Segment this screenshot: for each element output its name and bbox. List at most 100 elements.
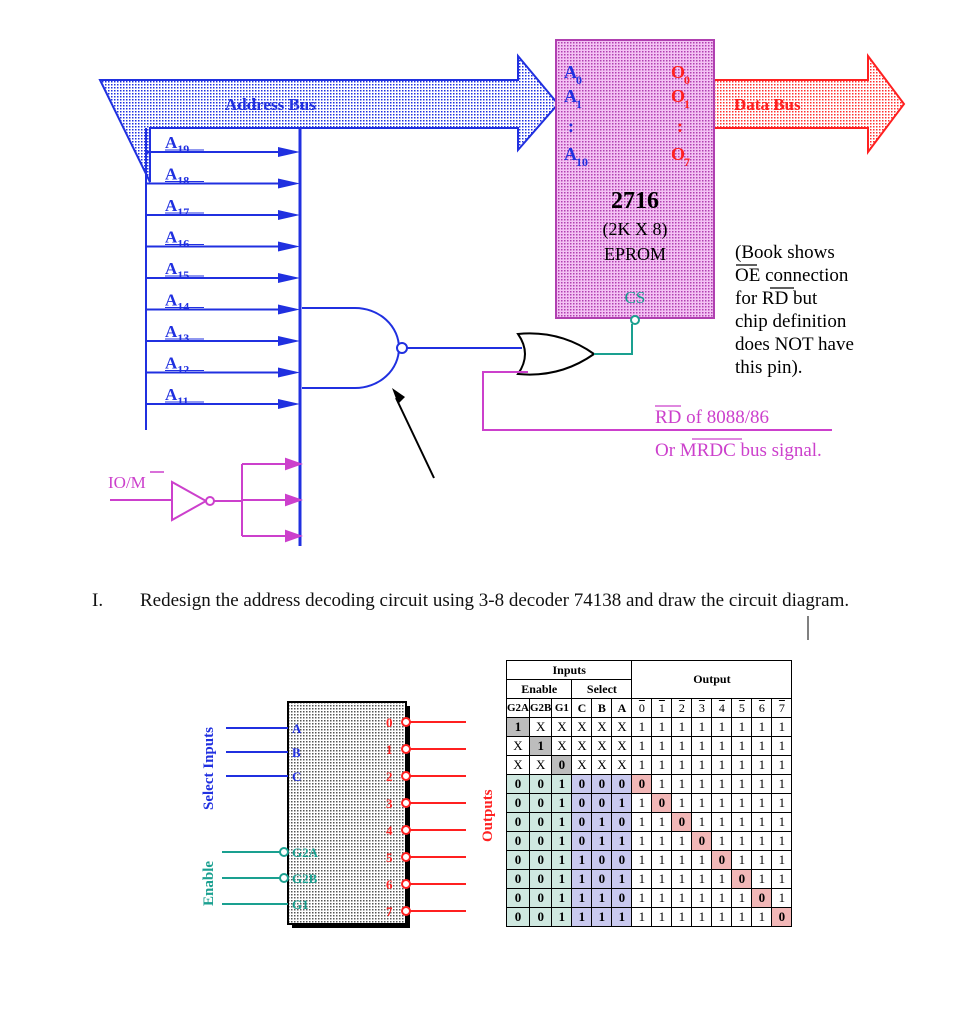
table-cell: 1 [691,736,713,756]
table-cell: 1 [731,831,753,851]
table-cell: 0 [671,812,693,832]
table-cell: 1 [771,717,793,737]
table-cell: X [571,755,593,775]
table-cell: 1 [671,907,693,927]
table-cell: 0 [506,869,530,889]
table-cell: 1 [711,793,733,813]
table-cell: 1 [671,736,693,756]
table-cell: 0 [528,793,553,813]
svg-text:this pin).: this pin). [735,357,803,378]
svg-text:chip definition: chip definition [735,311,847,332]
table-cell: 0 [571,812,593,832]
output-pin-bubble [401,798,411,808]
output-header: Output [631,660,793,699]
table-cell: 1 [571,888,593,908]
pointer-arrow-head [392,388,405,404]
table-cell: 0 [551,755,573,775]
table-cell: 1 [771,869,793,889]
svg-text:for RD but: for RD but [735,288,818,309]
table-cell: X [506,736,530,756]
table-cell: 1 [731,736,753,756]
table-cell: 0 [611,888,633,908]
table-cell: 1 [631,736,653,756]
table-cell: 1 [671,755,693,775]
table-cell: 1 [591,831,613,851]
table-cell: 1 [731,774,753,794]
table-cell: 1 [551,907,573,927]
output-pin-label: 7 [386,904,393,919]
data-bus-label: Data Bus [734,95,801,114]
table-cell: X [506,755,530,775]
table-cell: 1 [651,831,673,851]
svg-text:7: 7 [684,155,690,169]
table-cell: 1 [551,831,573,851]
address-line-arrow [278,304,300,315]
enable-label: Enable [201,861,217,906]
table-cell: 1 [731,755,753,775]
table-cell: 1 [671,869,693,889]
svg-text:10: 10 [576,155,588,169]
io-branches [242,457,303,543]
table-cell: 1 [551,774,573,794]
table-cell: 1 [771,888,793,908]
table-cell: 0 [631,774,653,794]
inverter-bubble [205,496,215,506]
table-cell: 1 [731,888,753,908]
table-cell: 1 [671,888,693,908]
or-to-cs-wire [594,324,633,355]
column-header: C [571,698,593,718]
table-cell: 1 [671,717,693,737]
svg-text:0: 0 [576,73,582,87]
chip-type: EPROM [604,244,666,264]
svg-text:1: 1 [684,97,690,111]
rd-wire [482,371,832,431]
data-bus-arrow [713,53,906,155]
output-pin-bubble [401,771,411,781]
svg-text:OE connection: OE connection [735,265,849,286]
table-cell: 1 [711,907,733,927]
table-cell: 1 [611,793,633,813]
column-header: 5 [731,698,753,718]
address-line-arrow [278,399,300,409]
table-cell: 0 [611,774,633,794]
table-cell: X [528,717,553,737]
table-cell: 0 [528,831,553,851]
output-pin-label: 3 [386,796,393,811]
table-cell: 0 [731,869,753,889]
table-cell: 0 [506,850,530,870]
column-header: 7 [771,698,793,718]
chip-cs-label: CS [625,288,646,307]
table-cell: 1 [731,717,753,737]
table-cell: X [611,736,633,756]
column-header: G2B [528,698,553,718]
table-cell: 1 [771,812,793,832]
table-cell: 1 [731,850,753,870]
table-cell: 0 [651,793,673,813]
column-header: A [611,698,633,718]
output-pin-bubble [401,744,411,754]
svg-text:(Book shows: (Book shows [735,242,835,263]
table-cell: 1 [751,907,773,927]
address-line-arrow [278,336,300,346]
cs-bubble [630,315,640,325]
chip-size: (2K X 8) [603,219,668,240]
table-cell: 1 [751,774,773,794]
table-cell: 1 [711,736,733,756]
table-cell: 1 [651,907,673,927]
table-cell: 1 [691,774,713,794]
table-cell: 0 [751,888,773,908]
enable-pin-bubble [279,873,289,883]
output-pin-label: 4 [386,823,393,838]
table-cell: 1 [631,793,653,813]
table-cell: X [611,717,633,737]
table-cell: 1 [731,907,753,927]
table-cell: 0 [528,869,553,889]
